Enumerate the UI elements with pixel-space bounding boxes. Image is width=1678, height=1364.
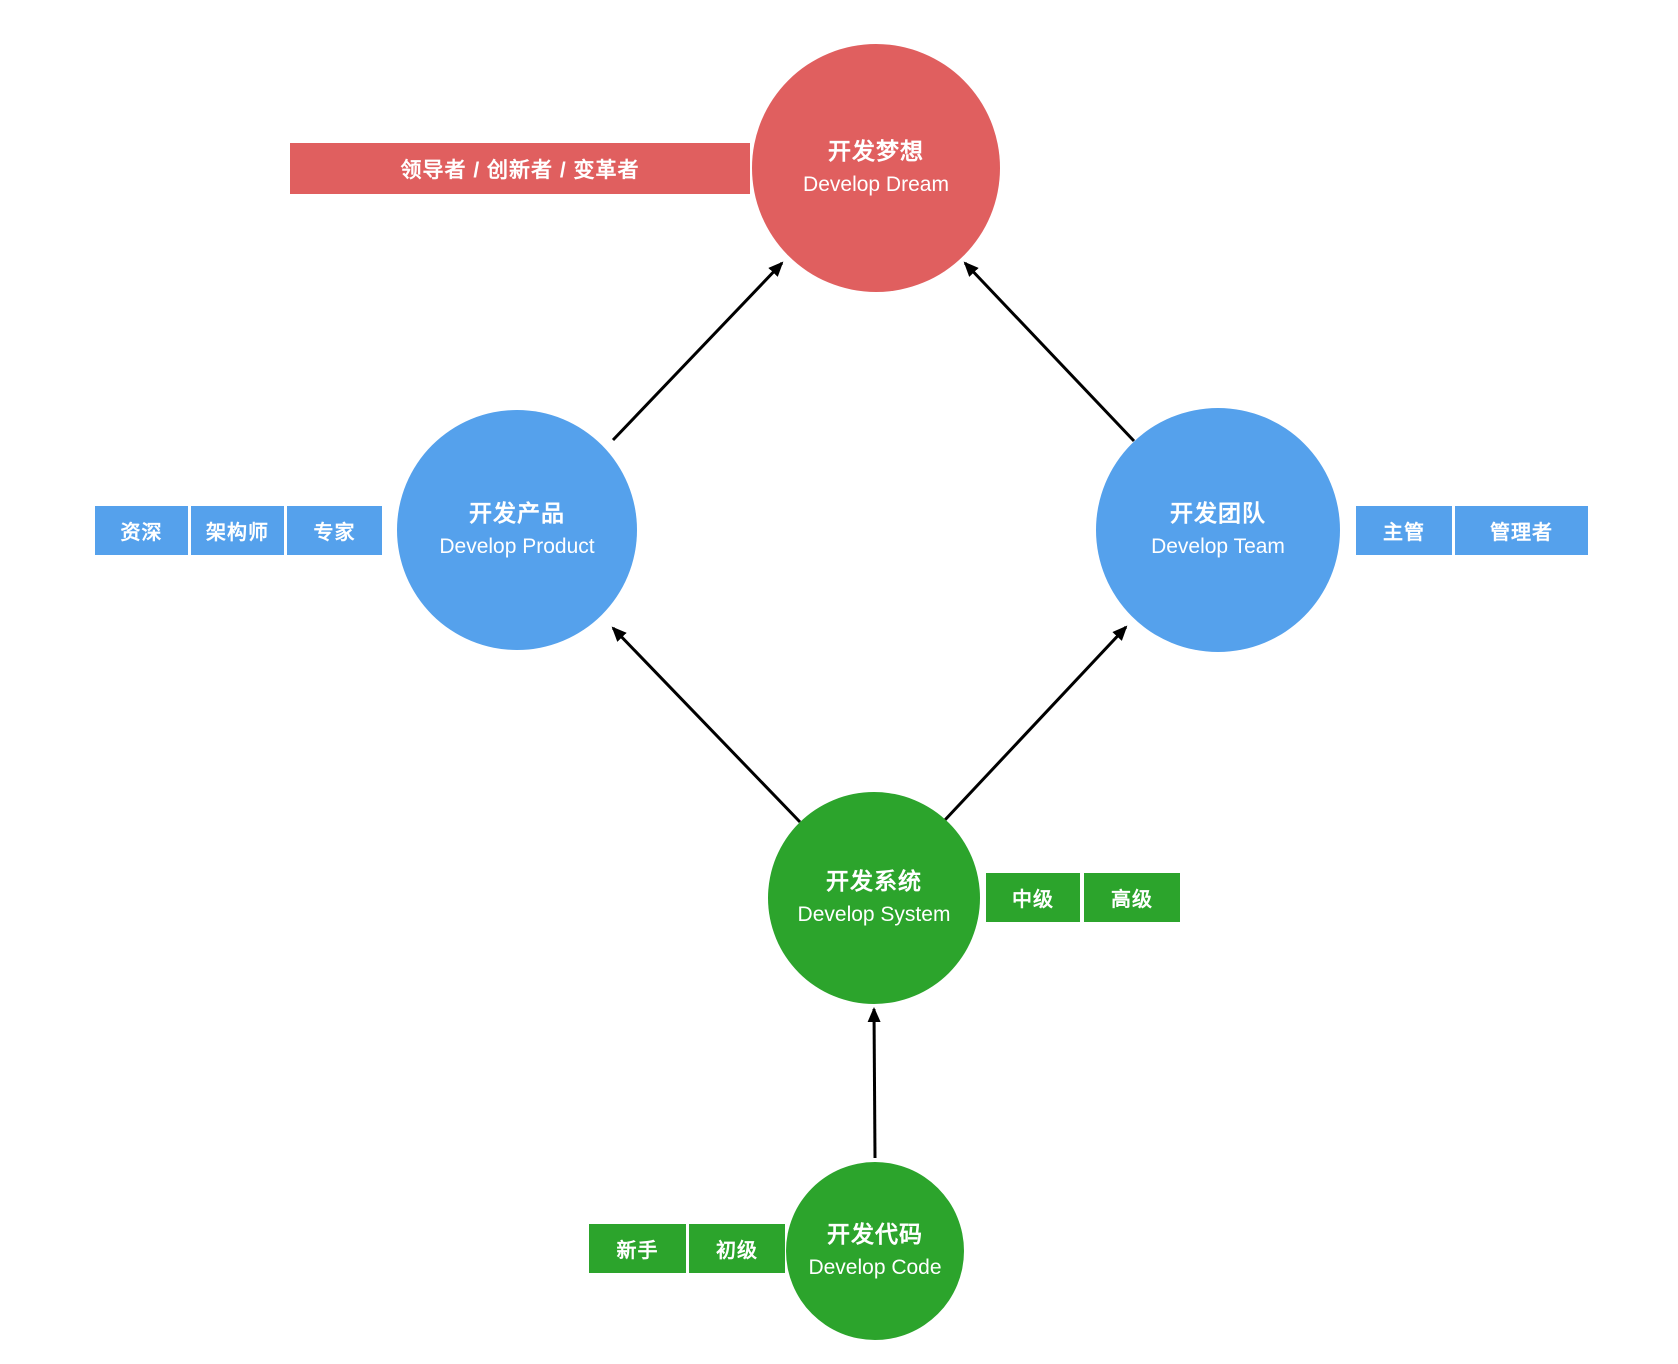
node-develop-system-title-en: Develop System: [797, 903, 951, 927]
arrow-system-to-team: [942, 625, 1128, 823]
node-develop-code-title-zh: 开发代码: [827, 1221, 923, 1248]
tag-lead: 主管: [1356, 506, 1452, 555]
node-develop-team-title-zh: 开发团队: [1170, 500, 1266, 527]
node-develop-team: 开发团队 Develop Team: [1096, 408, 1340, 652]
tag-newbie: 新手: [589, 1224, 686, 1273]
node-develop-dream-title-zh: 开发梦想: [828, 138, 924, 165]
tag-advanced: 高级: [1084, 873, 1180, 922]
node-develop-dream: 开发梦想 Develop Dream: [752, 44, 1000, 292]
tag-architect: 架构师: [191, 506, 284, 555]
tag-dream-roles: 领导者 / 创新者 / 变革者: [290, 143, 750, 194]
arrow-system-to-product: [611, 626, 802, 824]
node-develop-system: 开发系统 Develop System: [768, 792, 980, 1004]
arrow-code-to-system: [867, 1007, 881, 1159]
node-develop-system-title-zh: 开发系统: [826, 868, 922, 895]
tag-junior: 初级: [689, 1224, 785, 1273]
tag-intermediate: 中级: [986, 873, 1080, 922]
node-develop-product-title-en: Develop Product: [439, 535, 595, 559]
node-develop-code-title-en: Develop Code: [808, 1256, 942, 1280]
node-develop-code: 开发代码 Develop Code: [786, 1162, 964, 1340]
arrow-product-to-dream: [611, 261, 784, 442]
arrow-team-to-dream: [963, 261, 1136, 443]
node-develop-team-title-en: Develop Team: [1151, 535, 1285, 559]
tag-senior: 资深: [95, 506, 188, 555]
node-develop-product: 开发产品 Develop Product: [397, 410, 637, 650]
node-develop-product-title-zh: 开发产品: [469, 500, 565, 527]
tag-expert: 专家: [287, 506, 382, 555]
node-develop-dream-title-en: Develop Dream: [803, 173, 949, 197]
tag-manager: 管理者: [1455, 506, 1588, 555]
